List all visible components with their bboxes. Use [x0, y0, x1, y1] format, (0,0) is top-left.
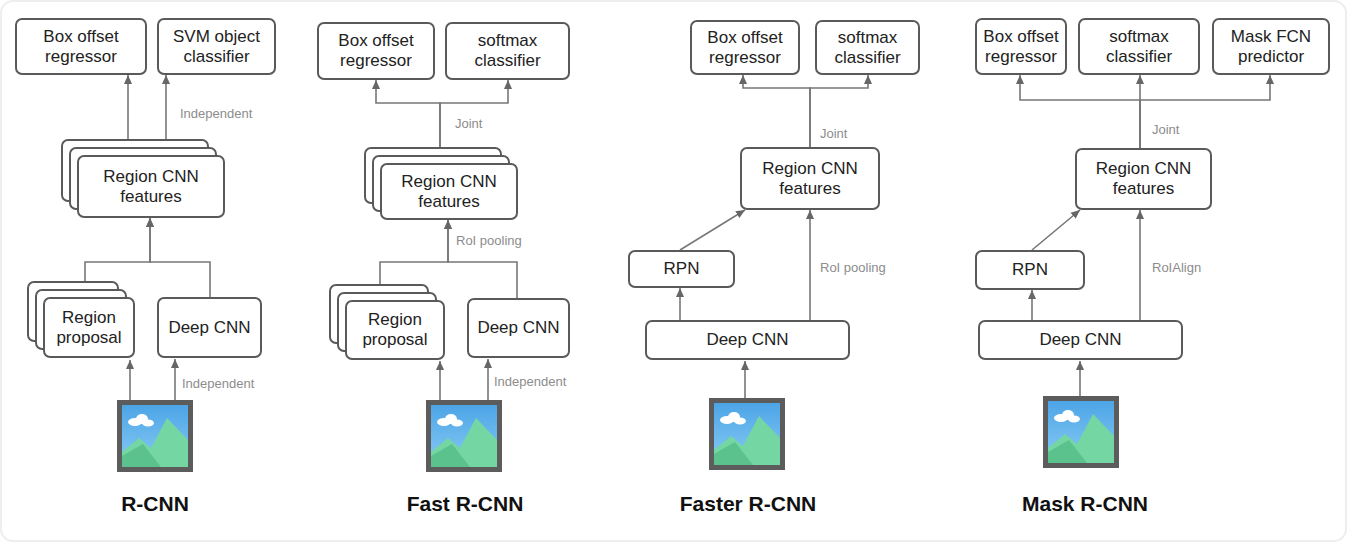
- box-text: Mask FCN predictor: [1218, 27, 1324, 66]
- process-box: Box offset regressor: [975, 18, 1067, 75]
- connector-arrow: [1020, 75, 1140, 148]
- box-text: Region CNN features: [1081, 159, 1206, 198]
- connector-arrow: [1031, 290, 1033, 320]
- panel-title: Mask R-CNN: [975, 492, 1195, 516]
- process-box: Box offset regressor: [690, 20, 800, 75]
- box-text: Region proposal: [49, 308, 129, 347]
- input-arrows: [130, 359, 1080, 400]
- box-text: Region CNN features: [83, 167, 219, 206]
- input-arrow: [1079, 361, 1081, 396]
- connector-arrow: [150, 218, 210, 297]
- edge-label: Joint: [1150, 122, 1181, 137]
- box-text: RPN: [1012, 260, 1048, 280]
- process-box: Region proposal: [43, 297, 135, 358]
- edge-note: Independent: [492, 374, 568, 389]
- input-arrow: [487, 359, 489, 400]
- box-text: Box offset regressor: [21, 27, 141, 66]
- connector-arrow: [743, 75, 810, 147]
- edge-label: Joint: [818, 126, 849, 141]
- connector-arrow: [1140, 75, 1270, 148]
- box-text: softmax classifier: [1084, 27, 1194, 66]
- connector-arrow: [680, 210, 745, 250]
- box-text: softmax classifier: [821, 28, 914, 67]
- input-arrow: [129, 360, 131, 400]
- process-box: Mask FCN predictor: [1212, 18, 1330, 75]
- box-text: Deep CNN: [168, 318, 250, 338]
- edge-label: RoI pooling: [818, 260, 888, 275]
- panel-title: Faster R-CNN: [638, 492, 858, 516]
- box-text: Deep CNN: [477, 318, 559, 338]
- process-box: RPN: [628, 250, 735, 288]
- box-text: Deep CNN: [706, 330, 788, 350]
- box-text: Box offset regressor: [323, 31, 429, 70]
- box-text: Box offset regressor: [981, 27, 1061, 66]
- process-box: Deep CNN: [467, 298, 570, 358]
- process-box: softmax classifier: [445, 22, 570, 80]
- edge-label: RoI pooling: [454, 233, 524, 248]
- process-box: SVM object classifier: [157, 18, 276, 75]
- connector-arrow: [809, 210, 811, 320]
- process-box: softmax classifier: [1078, 18, 1200, 75]
- box-text: Region CNN features: [386, 172, 512, 211]
- process-box: Region CNN features: [380, 163, 518, 220]
- connector-arrow: [810, 75, 868, 147]
- input-arrow: [439, 361, 441, 400]
- box-text: Box offset regressor: [696, 28, 794, 67]
- process-box: Deep CNN: [645, 320, 850, 360]
- edge-note: Independent: [180, 376, 256, 391]
- box-text: softmax classifier: [451, 31, 564, 70]
- process-box: Deep CNN: [978, 320, 1183, 360]
- panel-title: R-CNN: [45, 492, 265, 516]
- connector-arrow: [1139, 210, 1141, 320]
- process-box: Box offset regressor: [317, 22, 435, 80]
- process-box: RPN: [975, 250, 1085, 290]
- connector-arrow: [679, 288, 681, 320]
- edge-label: Joint: [453, 116, 484, 131]
- edge-label: Independent: [178, 106, 254, 121]
- image-icon: [120, 403, 191, 470]
- panel-title: Fast R-CNN: [355, 492, 575, 516]
- box-text: RPN: [664, 259, 700, 279]
- image-icon: [1046, 399, 1117, 466]
- process-box: Region CNN features: [77, 155, 225, 218]
- process-box: Region proposal: [345, 300, 445, 360]
- process-box: Box offset regressor: [15, 18, 147, 75]
- process-box: Region CNN features: [740, 147, 880, 210]
- image-icon: [712, 401, 783, 468]
- process-box: softmax classifier: [815, 20, 920, 75]
- process-box: Deep CNN: [157, 297, 262, 358]
- box-text: Region CNN features: [746, 159, 874, 198]
- box-text: SVM object classifier: [163, 27, 270, 66]
- connector-arrow: [448, 220, 517, 298]
- process-box: Region CNN features: [1075, 148, 1212, 210]
- connector-arrow: [1032, 210, 1080, 250]
- input-arrow: [174, 359, 176, 400]
- input-arrow: [744, 361, 746, 398]
- box-text: Deep CNN: [1039, 330, 1121, 350]
- image-icon: [429, 403, 500, 470]
- edge-layer: [85, 75, 1270, 320]
- box-text: Region proposal: [351, 310, 439, 349]
- edge-label: RoIAlign: [1150, 260, 1203, 275]
